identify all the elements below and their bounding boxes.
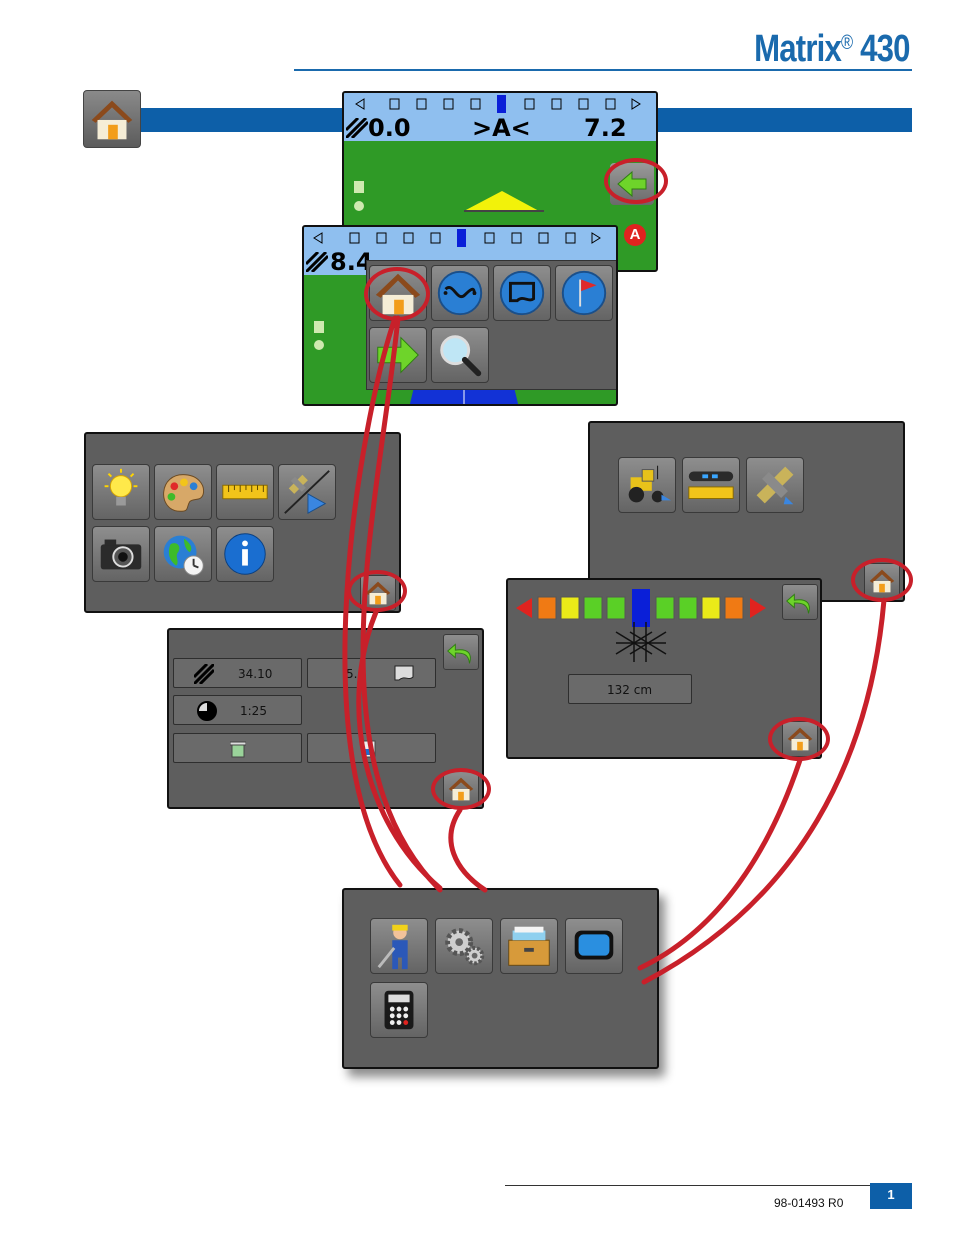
color-palette-button[interactable] [154,464,212,520]
guidance-mode-button[interactable] [431,265,489,321]
applied-area-value: 8.4 [330,248,373,276]
back-button[interactable] [782,584,818,620]
applied-area-value: 0.0 [368,114,411,142]
registered-mark: ® [841,32,853,54]
area-value: 34.10 [238,667,273,681]
guide-mode-a-icon: A [624,224,646,246]
lightbar-leds [516,589,766,627]
system-setup-button[interactable] [435,918,493,974]
header-rule [294,69,912,71]
zoom-button[interactable] [431,327,489,383]
calculator-button[interactable] [370,982,428,1038]
lightbar-settings-button[interactable] [682,457,740,513]
region-time-button[interactable] [154,526,212,582]
speed-value: 7.2 [584,114,627,142]
job-data-button[interactable] [500,918,558,974]
nozzle-spacing-field[interactable]: 132 cm [568,674,692,704]
brand-name: Matrix [754,28,842,70]
light-bar [344,93,656,115]
gps-settings-button[interactable] [746,457,804,513]
boundary-button[interactable] [493,265,551,321]
guideline-indicator: >A< [472,114,531,142]
about-info-button[interactable] [216,526,274,582]
nozzle-spacing-value: 132 cm [607,683,653,697]
home-screen [342,888,659,1069]
gps-simulator-button[interactable] [278,464,336,520]
operator-setup-button[interactable] [370,918,428,974]
area-field: 34.10 [173,658,302,688]
nozzle-spacing-diagram [615,622,667,662]
doc-number: 98-01493 R0 [774,1196,844,1210]
display-screen-button[interactable] [565,918,623,974]
highlight-back [604,158,668,204]
marker-flag-button[interactable] [555,265,613,321]
model-number: 430 [860,28,910,70]
vehicle-icon [314,321,324,350]
vehicle-button[interactable] [618,457,676,513]
back-button[interactable] [443,634,479,670]
light-bar [304,227,616,249]
time-field: 1:25 [173,695,302,725]
status-bar: 0.0 >A< 7.2 [344,115,656,141]
page-number: 1 [870,1183,912,1209]
time-value: 1:25 [240,704,267,718]
home-section-icon [83,90,141,148]
footer-rule [505,1185,870,1186]
brand-title: Matrix® 430 [754,28,910,71]
units-ruler-button[interactable] [216,464,274,520]
reset-totals-button[interactable] [173,733,302,763]
brightness-button[interactable] [92,464,150,520]
screenshot-camera-button[interactable] [92,526,150,582]
vehicle-icon [354,181,364,211]
